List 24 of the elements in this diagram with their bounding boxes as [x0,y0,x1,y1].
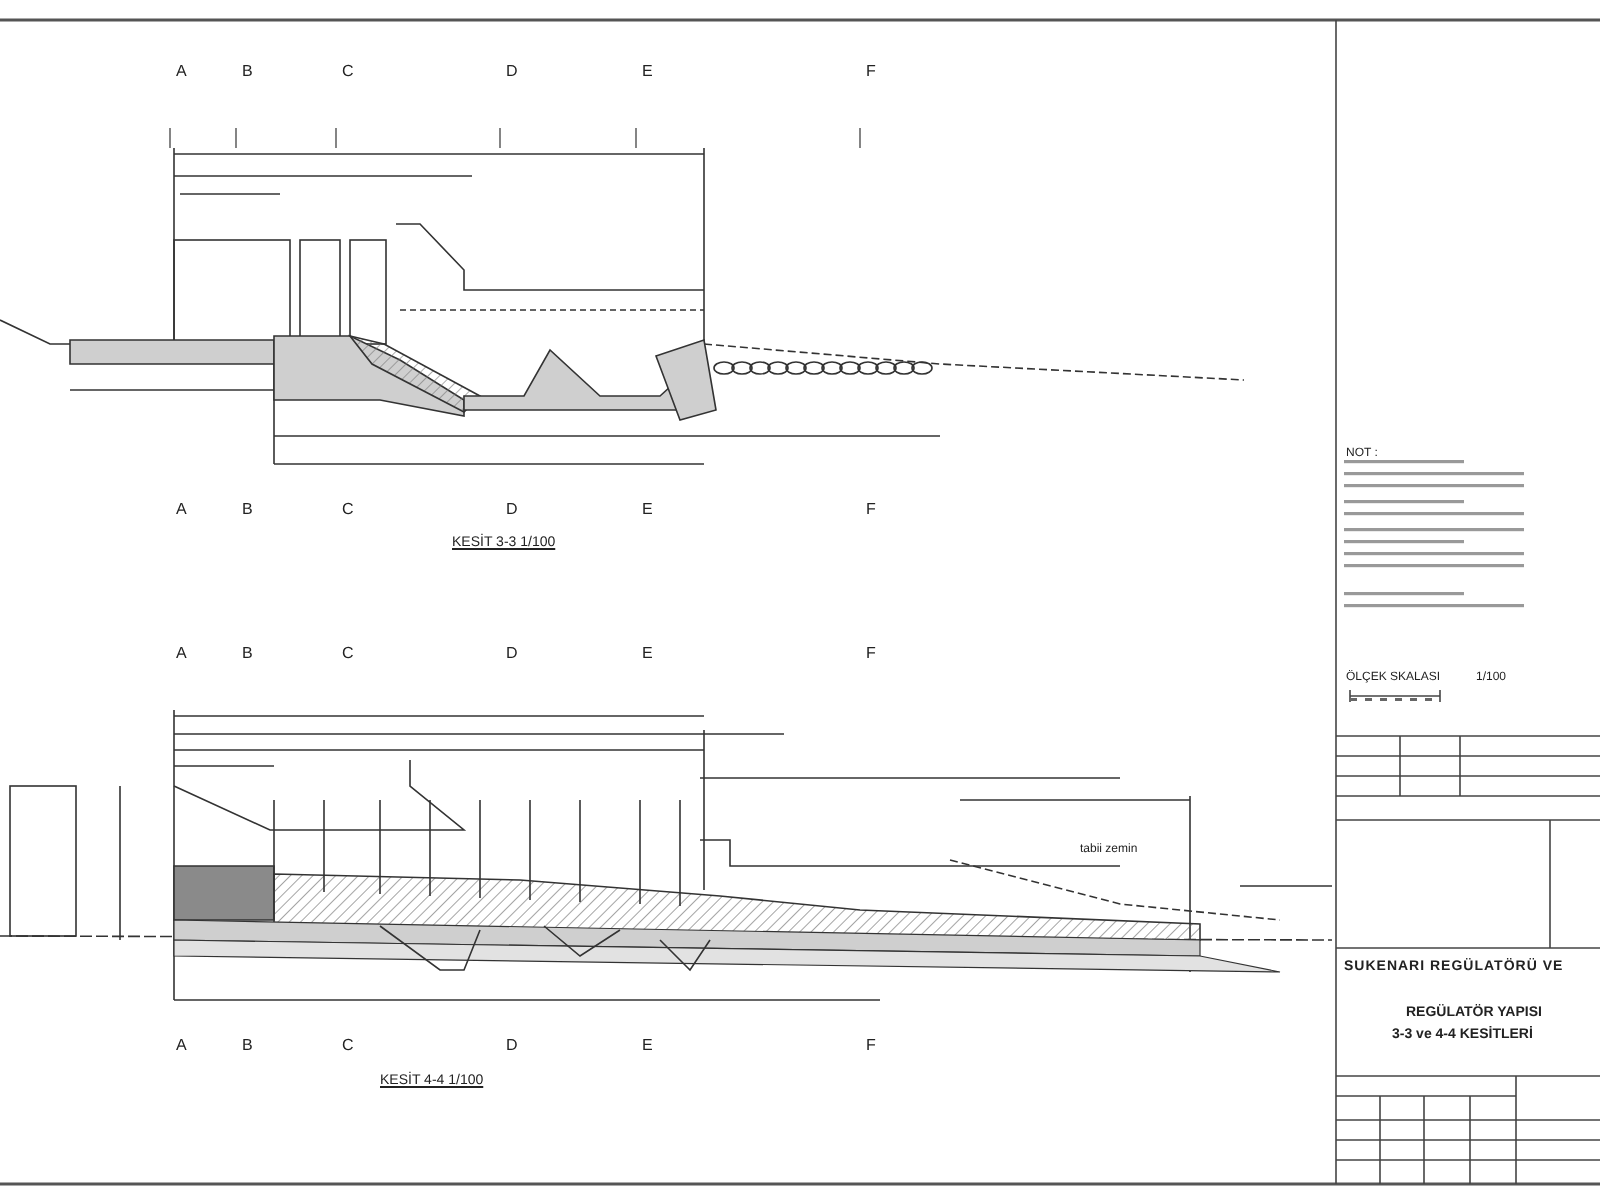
section-cut-letter: F [866,502,876,518]
section-cut-letter: C [342,646,354,662]
section-cut-letter: B [242,1038,253,1054]
section-cut-letter: C [342,1038,354,1054]
section-cut-letter: E [642,646,653,662]
section-cut-letter: E [642,64,653,80]
section-cut-letter: B [242,502,253,518]
section-cut-letter: A [176,64,187,80]
section-cut-letter: C [342,64,354,80]
section-cut-letter: D [506,64,518,80]
section-cut-letter: D [506,502,518,518]
section-cut-letter: F [866,1038,876,1054]
section-cut-letter: A [176,1038,187,1054]
section-cut-letter: A [176,646,187,662]
section-cut-letter: A [176,502,187,518]
section-cut-letter: D [506,646,518,662]
section-cut-letter: F [866,64,876,80]
section-cut-letter: B [242,64,253,80]
section-cut-letter: D [506,1038,518,1054]
section-cut-letter: F [866,646,876,662]
section-cut-letter: E [642,502,653,518]
section-cut-letter: C [342,502,354,518]
section-cut-letter: B [242,646,253,662]
section-cut-letter: E [642,1038,653,1054]
